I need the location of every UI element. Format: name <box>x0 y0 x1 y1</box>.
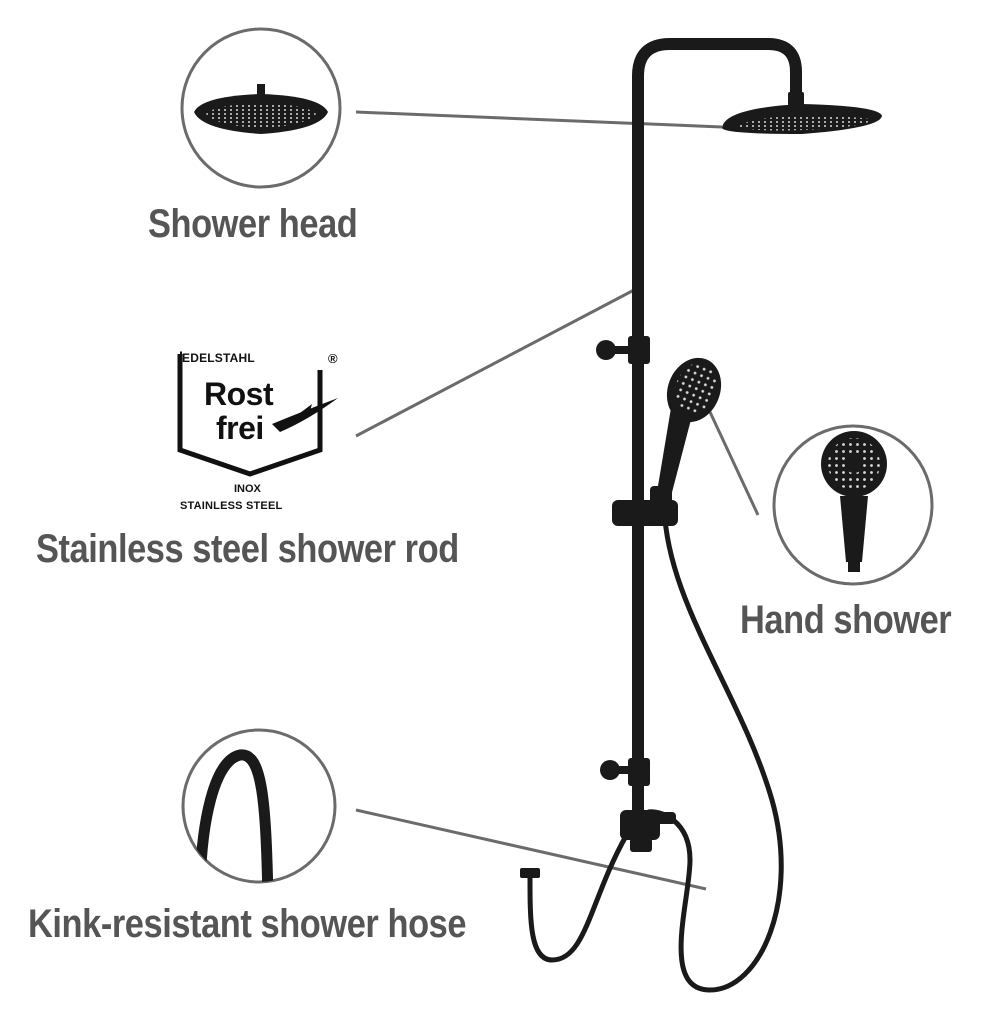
label-shower-hose: Kink-resistant shower hose <box>28 902 467 946</box>
hand-shower <box>656 357 722 500</box>
wall-bracket-bottom <box>600 758 650 786</box>
callout-line-hose <box>355 808 707 891</box>
label-shower-head: Shower head <box>148 202 358 246</box>
shower-system <box>520 38 882 993</box>
callout-line-hand-shower <box>708 411 760 516</box>
logo-registered-mark: ® <box>328 351 338 366</box>
logo-stainless-steel: STAINLESS STEEL <box>180 500 283 512</box>
hand-shower-detail <box>772 424 934 586</box>
callout-line-rod <box>355 288 635 438</box>
label-hand-shower: Hand shower <box>740 598 952 642</box>
logo-line1: Rost <box>204 376 274 412</box>
shower-head-detail <box>180 27 342 189</box>
label-shower-rod: Stainless steel shower rod <box>36 527 459 571</box>
diverter-valve <box>620 794 676 852</box>
logo-inox: INOX <box>234 483 261 495</box>
rostfrei-logo: EDELSTAHL ® Rost frei INOX STAINLESS STE… <box>176 350 352 518</box>
shower-hose-detail-icon <box>194 749 274 882</box>
shower-hose <box>647 499 784 993</box>
head-connector <box>788 92 804 106</box>
hand-shower-detail-icon <box>821 431 887 572</box>
shower-head <box>722 104 882 134</box>
shower-head-detail-icon <box>194 84 328 134</box>
shower-hose-spout <box>527 834 629 963</box>
callout-line-shower-head <box>355 110 723 129</box>
logo-top-text: EDELSTAHL <box>182 351 255 365</box>
rostfrei-logo-icon <box>177 351 338 477</box>
wall-bracket-top <box>596 336 650 364</box>
logo-line2: frei <box>216 410 264 446</box>
shower-hose-detail <box>181 728 337 884</box>
shower-rod <box>632 38 802 840</box>
